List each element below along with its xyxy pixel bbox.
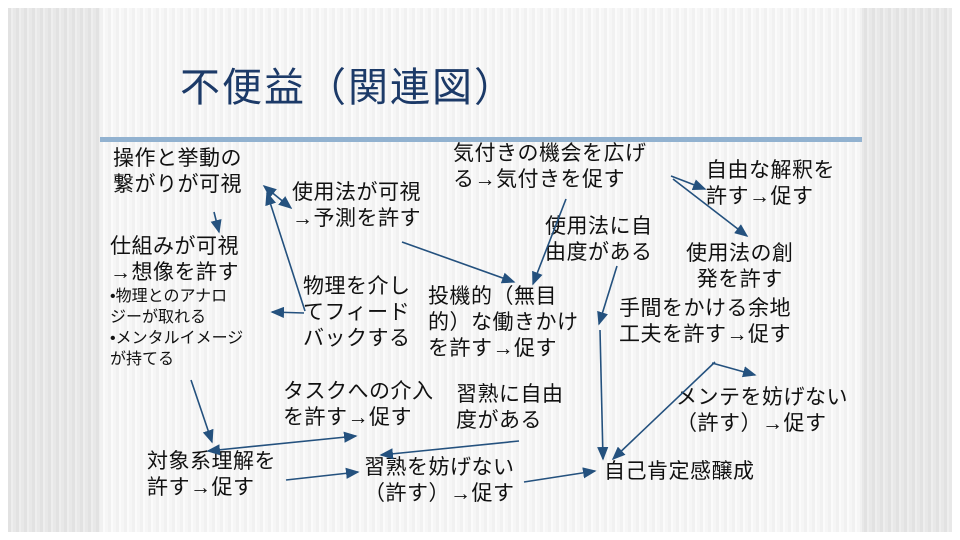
arrow-usage-visible-prediction--to--speculative-action	[401, 241, 516, 284]
node-usage-freedom: 使用法に自 由度がある	[545, 214, 653, 266]
title-underline-rule	[100, 137, 862, 142]
arrow-physical-feedback--to--operation-behavior-visible	[265, 191, 306, 312]
arrow-operation-behavior-visible--to--usage-visible-prediction	[262, 184, 293, 210]
node-speculative-action: 投機的（無目 的）な働きかけ を許す→促す	[428, 284, 579, 362]
node-usage-emergence: 使用法の創 発を許す	[686, 241, 794, 293]
node-free-interpretation: 自由な解釈を 許す→促す	[706, 158, 835, 210]
arrow-room-for-effort--to--self-affirmation	[611, 361, 716, 461]
node-mastery-not-hindered-label: 習熟を妨げない （許す）→促す	[364, 456, 515, 505]
node-mechanism-visible-imagination-label: 仕組みが可視 →想像を許す	[110, 235, 239, 284]
node-mastery-freedom-label: 習熟に自由 度がある	[456, 383, 564, 432]
arrow-target-system-understanding--to--mastery-not-hindered	[285, 467, 360, 481]
node-mechanism-visible-imagination-bullets: •物理とのアナロ ジーが取れる •メンタルイメージ が持てる	[110, 288, 244, 368]
node-target-system-understanding-label: 対象系理解を 許す→促す	[147, 450, 276, 499]
node-mastery-not-hindered: 習熟を妨げない （許す）→促す	[364, 455, 515, 507]
arrow-awareness-opportunity--to--free-interpretation	[670, 175, 707, 190]
arrow-operation-behavior-visible--to--mechanism-visible-imagination	[210, 211, 222, 234]
node-usage-visible-prediction: 使用法が可視 →予測を許す	[292, 180, 421, 232]
node-room-for-effort-label: 手間をかける余地 工夫を許す→促す	[619, 297, 791, 346]
arrow-usage-freedom--to--self-affirmation	[597, 329, 609, 461]
node-operation-behavior-visible: 操作と挙動の 繋がりが可視	[113, 146, 242, 198]
node-self-affirmation: 自己肯定感醸成	[604, 459, 755, 485]
node-mastery-freedom: 習熟に自由 度がある	[456, 382, 564, 434]
node-usage-emergence-label: 使用法の創 発を許す	[686, 242, 794, 291]
node-room-for-effort: 手間をかける余地 工夫を許す→促す	[619, 296, 791, 348]
node-maintenance-not-hindered-label: メンテを妨げない （許す）→促す	[676, 386, 848, 435]
node-awareness-opportunity: 気付きの機会を広げ る→気付きを促す	[453, 141, 647, 193]
node-physical-feedback: 物理を介し てフィード バックする	[303, 274, 411, 352]
node-target-system-understanding: 対象系理解を 許す→促す	[147, 449, 276, 501]
arrow-mechanism-visible-imagination--to--target-system-understanding	[190, 379, 214, 444]
node-speculative-action-label: 投機的（無目 的）な働きかけ を許す→促す	[428, 285, 579, 360]
arrow-room-for-effort--to--maintenance-not-hindered	[711, 362, 757, 378]
arrow-mastery-freedom--to--mastery-not-hindered	[379, 440, 520, 460]
arrow-usage-freedom--to--speculative-action	[597, 265, 618, 326]
arrow-mastery-not-hindered--to--self-affirmation	[523, 467, 597, 483]
arrow-physical-feedback--to--mechanism-visible-imagination	[270, 306, 305, 318]
node-operation-behavior-visible-label: 操作と挙動の 繋がりが可視	[113, 147, 242, 196]
node-awareness-opportunity-label: 気付きの機会を広げ る→気付きを促す	[453, 142, 647, 191]
node-free-interpretation-label: 自由な解釈を 許す→促す	[706, 159, 835, 208]
node-task-intervention-label: タスクへの介入 を許す→促す	[283, 380, 434, 429]
arrow-awareness-opportunity--to--usage-emergence	[672, 178, 749, 237]
arrow-awareness-opportunity--to--speculative-action	[532, 198, 567, 286]
node-usage-visible-prediction-label: 使用法が可視 →予測を許す	[292, 181, 421, 230]
arrow-target-system-understanding--to--task-intervention	[206, 431, 358, 456]
node-maintenance-not-hindered: メンテを妨げない （許す）→促す	[676, 385, 848, 437]
node-physical-feedback-label: 物理を介し てフィード バックする	[303, 275, 411, 350]
node-task-intervention: タスクへの介入 を許す→促す	[283, 379, 434, 431]
node-mechanism-visible-imagination: 仕組みが可視 →想像を許す•物理とのアナロ ジーが取れる •メンタルイメージ が…	[110, 234, 243, 370]
node-usage-freedom-label: 使用法に自 由度がある	[545, 215, 653, 264]
node-self-affirmation-label: 自己肯定感醸成	[604, 460, 755, 483]
slide-title: 不便益（関連図）	[180, 66, 516, 110]
